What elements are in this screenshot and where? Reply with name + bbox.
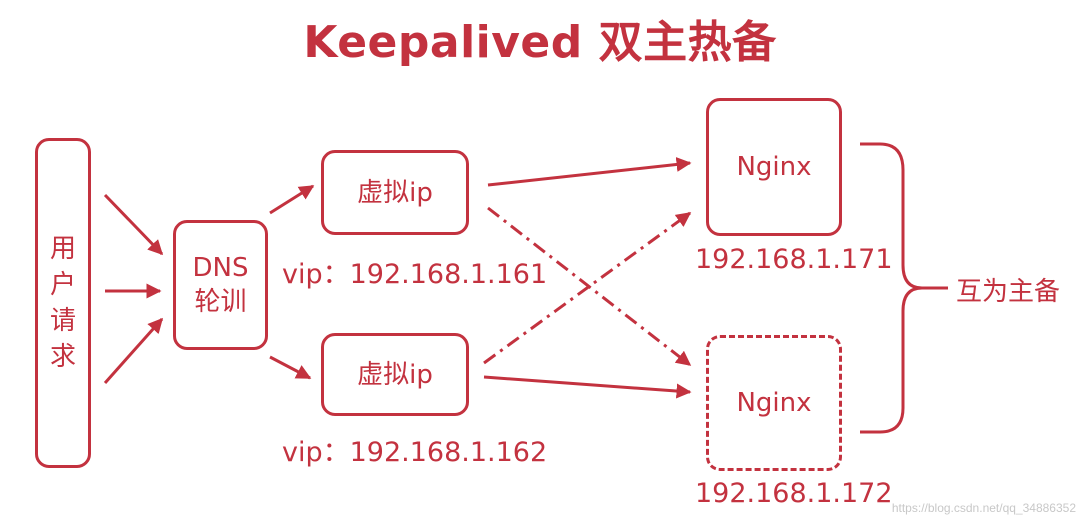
nginx-server-1: Nginx bbox=[706, 98, 842, 236]
client-request-box: 用户请求 bbox=[35, 138, 91, 468]
nginx-server-1-ip: 192.168.1.171 bbox=[695, 244, 893, 275]
watermark: https://blog.csdn.net/qq_34886352 bbox=[891, 501, 1076, 515]
vip-box-1-label: 虚拟ip bbox=[357, 177, 433, 208]
arrow-client-dns-1 bbox=[103, 193, 164, 256]
arrow-client-dns-3 bbox=[103, 317, 164, 384]
vip-2-address: vip：192.168.1.162 bbox=[282, 437, 548, 468]
arrow-dns-vip1 bbox=[269, 184, 315, 215]
backup-arrow-vip2-nginx1 bbox=[483, 211, 692, 365]
arrow-dns-vip2 bbox=[269, 355, 312, 380]
vip-box-2: 虚拟ip bbox=[321, 333, 469, 416]
arrow-vip1-nginx1 bbox=[487, 157, 692, 187]
nginx-server-2-label: Nginx bbox=[736, 388, 812, 418]
dns-label-line2: 轮训 bbox=[194, 287, 247, 317]
mutual-backup-label: 互为主备 bbox=[956, 277, 1061, 307]
arrow-vip2-nginx2 bbox=[483, 375, 692, 399]
vip-1-address: vip：192.168.1.161 bbox=[282, 259, 548, 290]
nginx-server-2-ip: 192.168.1.172 bbox=[695, 478, 893, 509]
dns-label-line1: DNS bbox=[192, 253, 249, 283]
client-request-label: 用户请求 bbox=[49, 234, 76, 372]
nginx-server-1-label: Nginx bbox=[736, 152, 812, 182]
dns-box: DNS 轮训 bbox=[173, 220, 268, 350]
mutual-bracket bbox=[860, 142, 923, 434]
vip-box-2-label: 虚拟ip bbox=[357, 359, 433, 390]
nginx-server-2: Nginx bbox=[706, 335, 842, 471]
vip-box-1: 虚拟ip bbox=[321, 150, 469, 235]
diagram-title: Keepalived 双主热备 bbox=[303, 17, 777, 68]
